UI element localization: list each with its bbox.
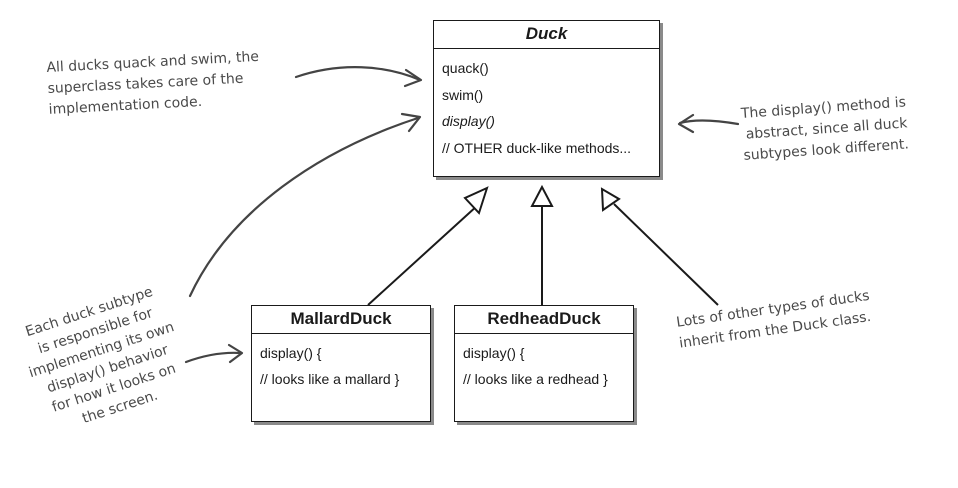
redhead-method-line-2: // looks like a redhead } xyxy=(463,371,608,387)
inheritance-arrowhead-other xyxy=(600,187,621,212)
inheritance-arrowhead-redhead xyxy=(530,184,554,207)
inheritance-line-other xyxy=(613,203,719,306)
mallard-duck-box: MallardDuck display() { // looks like a … xyxy=(251,305,431,422)
inheritance-line-mallard xyxy=(367,204,479,306)
annotation-arrow-display-head xyxy=(677,113,695,134)
duck-method-quack: quack() xyxy=(442,60,489,76)
mallard-method-line-1: display() { xyxy=(260,345,322,361)
annotation-arrow-subtype-right-head xyxy=(227,343,244,364)
duck-superclass-box: Duck quack() swim() display() // OTHER d… xyxy=(433,20,660,177)
annotation-arrow-quack xyxy=(294,66,422,82)
mallard-method-line-2: // looks like a mallard } xyxy=(260,371,400,387)
duck-method-list: quack() swim() display() // OTHER duck-l… xyxy=(434,49,659,161)
redhead-method-line-1: display() { xyxy=(463,345,525,361)
duck-method-display: display() xyxy=(442,113,495,129)
mallard-class-name: MallardDuck xyxy=(252,306,430,334)
duck-method-other: // OTHER duck-like methods... xyxy=(442,139,632,156)
annotation-arrow-display xyxy=(678,119,740,126)
annotation-arrow-subtype-right xyxy=(184,351,242,364)
redhead-method-list: display() { // looks like a redhead } xyxy=(455,334,633,392)
annotation-arrow-quack-head xyxy=(403,68,423,88)
annotation-arrow-subtype-up-head xyxy=(400,112,422,133)
duck-method-swim: swim() xyxy=(442,86,484,103)
annotation-arrow-subtype-up xyxy=(188,116,420,298)
duck-class-name: Duck xyxy=(434,21,659,49)
redhead-class-name: RedheadDuck xyxy=(455,306,633,334)
inheritance-arrowhead-mallard xyxy=(463,186,489,215)
mallard-method-list: display() { // looks like a mallard } xyxy=(252,334,430,392)
annotation-quack-swim: All ducks quack and swim, the superclass… xyxy=(46,47,262,121)
redhead-duck-box: RedheadDuck display() { // looks like a … xyxy=(454,305,634,422)
annotation-display-abstract: The display() method is abstract, since … xyxy=(740,92,910,166)
